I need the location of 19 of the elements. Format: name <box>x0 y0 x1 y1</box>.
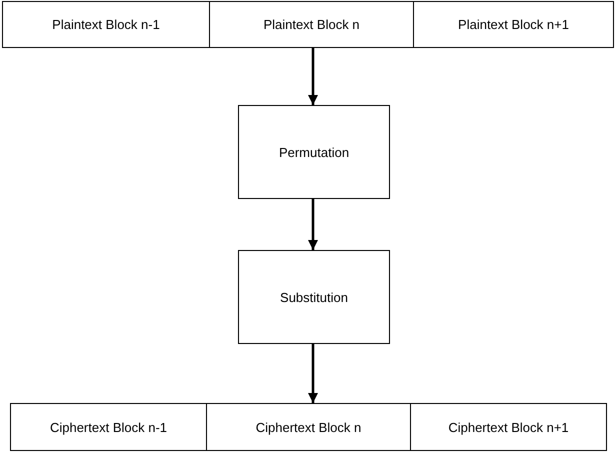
box-label: Plaintext Block n+1 <box>458 17 569 32</box>
box-label: Ciphertext Block n+1 <box>448 420 569 434</box>
box-label: Ciphertext Block n-1 <box>50 420 168 434</box>
box-label: Substitution <box>280 290 348 304</box>
process-box <box>10 403 207 451</box>
box-label: Ciphertext Block n <box>256 420 362 434</box>
process-box <box>410 403 607 451</box>
box-label: Permutation <box>278 144 350 160</box>
box-label: Plaintext Block n <box>263 17 360 32</box>
process-box <box>206 403 411 451</box>
process-box <box>209 1 414 48</box>
arrow <box>308 48 318 105</box>
arrow <box>308 199 318 250</box>
arrow <box>308 344 318 403</box>
process-box <box>238 250 390 344</box>
process-box <box>2 1 210 48</box>
process-box <box>413 1 614 48</box>
process-box <box>238 105 390 199</box>
box-label: Plaintext Block n-1 <box>52 17 160 32</box>
